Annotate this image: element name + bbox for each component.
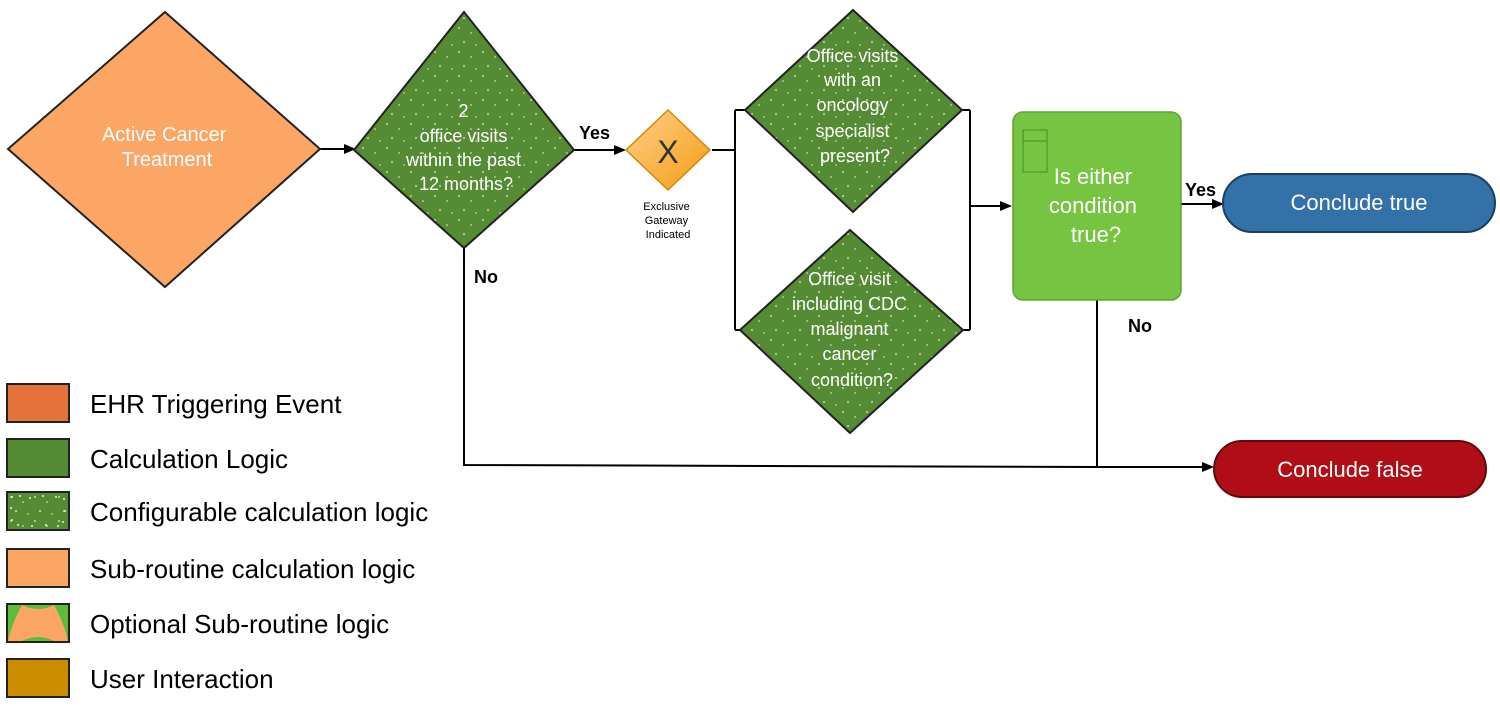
legend-label: EHR Triggering Event	[90, 389, 342, 419]
gateway-symbol: X	[657, 134, 678, 170]
connectors	[320, 109, 1224, 472]
start-node-label: Active Cancer Treatment	[102, 124, 232, 171]
visits-no-label: No	[474, 267, 498, 287]
conclude-false-label: Conclude false	[1277, 457, 1423, 482]
cdc-check-label: Office visit including CDC malignant can…	[792, 269, 912, 390]
cdc-check-node: Office visit including CDC malignant can…	[738, 228, 965, 435]
oncology-check-label: Office visits with an oncology specialis…	[807, 46, 904, 166]
conclude-true-label: Conclude true	[1291, 190, 1428, 215]
legend-item-subroutine: Sub-routine calculation logic	[6, 548, 506, 592]
visits-yes-label: Yes	[579, 123, 610, 143]
legend-label: Configurable calculation logic	[90, 497, 429, 527]
legend-label: Sub-routine calculation logic	[90, 554, 416, 584]
legend-item-user-interaction: User Interaction	[6, 658, 506, 702]
legend-item-calculation: Calculation Logic	[6, 438, 506, 482]
edge-visits-no	[463, 248, 1096, 468]
legend-swatch-subroutine	[6, 548, 70, 588]
legend-swatch-configurable	[6, 491, 70, 531]
oncology-check-node: Office visits with an oncology specialis…	[743, 8, 964, 214]
start-node: Active Cancer Treatment	[6, 10, 322, 289]
legend-swatch-calculation	[6, 438, 70, 478]
either-no-label: No	[1128, 316, 1152, 336]
either-check-label: Is either condition true?	[1049, 164, 1143, 247]
either-yes-label: Yes	[1185, 180, 1216, 200]
legend-swatch-ehr	[6, 383, 70, 423]
legend-label: Calculation Logic	[90, 444, 289, 474]
gateway-caption: Exclusive Gateway Indicated	[643, 201, 693, 241]
legend-item-ehr-triggering: EHR Triggering Event	[6, 383, 506, 427]
visits-check-label: 2 office visits within the past 12 month…	[405, 101, 526, 194]
either-check-node: Is either condition true?	[1012, 111, 1182, 301]
legend-label: Optional Sub-routine logic	[90, 609, 390, 639]
legend-swatch-user-interaction	[6, 658, 70, 698]
exclusive-gateway: X Exclusive Gateway Indicated	[624, 108, 712, 241]
legend-item-configurable: Configurable calculation logic	[6, 491, 506, 535]
legend-item-optional-subroutine: Optional Sub-routine logic	[6, 603, 506, 647]
visits-check-node: 2 office visits within the past 12 month…	[352, 10, 576, 250]
legend-swatch-optional	[6, 603, 70, 643]
conclude-true-node: Conclude true	[1222, 173, 1496, 233]
task-marker-icon	[1022, 129, 1048, 173]
conclude-false-node: Conclude false	[1213, 440, 1487, 498]
legend-label: User Interaction	[90, 664, 274, 694]
